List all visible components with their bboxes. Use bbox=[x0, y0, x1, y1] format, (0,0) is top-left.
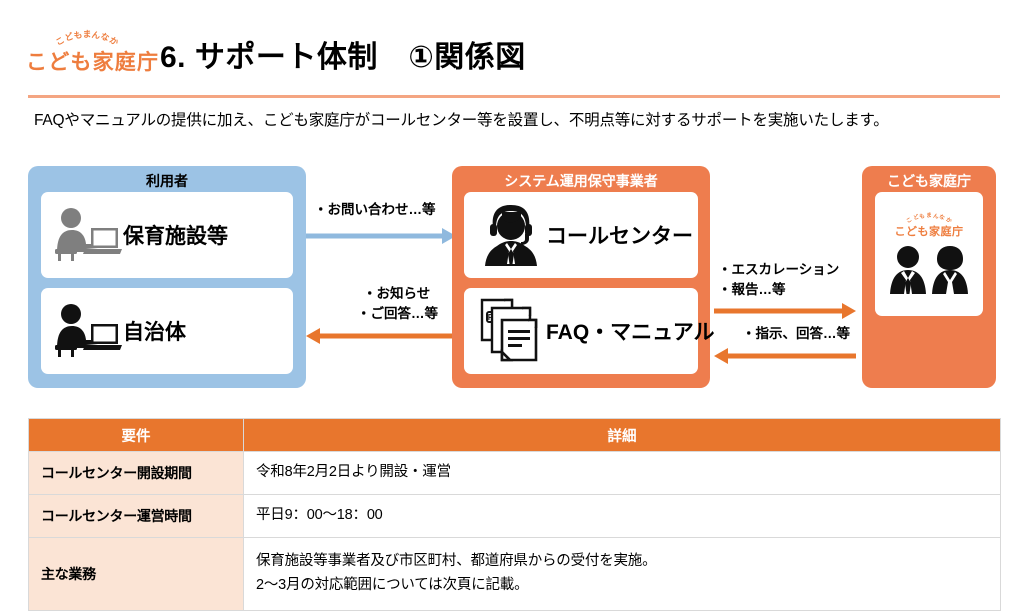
row-detail-line: 保育施設等事業者及び市区町村、都道府県からの受付を実施。 bbox=[256, 553, 657, 570]
table-row: 主な業務 保育施設等事業者及び市区町村、都道府県からの受付を実施。 2～3月の対… bbox=[28, 537, 1001, 611]
group-users: 利用者 保育施設等 bbox=[28, 166, 306, 388]
arrow-vendor-to-users bbox=[306, 328, 456, 344]
title-divider bbox=[28, 95, 1000, 98]
arrow-users-to-vendor bbox=[306, 228, 456, 244]
row-detail: 保育施設等事業者及び市区町村、都道府県からの受付を実施。 2～3月の対応範囲につ… bbox=[243, 537, 1001, 611]
two-officials-icon bbox=[890, 246, 968, 294]
agency-mini-logo: こどもまんなか こども家庭庁 bbox=[883, 212, 975, 242]
logo-arc-text: こどもまんなか bbox=[53, 29, 121, 48]
relationship-diagram: 利用者 保育施設等 bbox=[0, 158, 1024, 390]
row-label: コールセンター開設期間 bbox=[28, 451, 244, 495]
page-title: 6. サポート体制 ①関係図 bbox=[160, 41, 526, 74]
row-detail: 平日9：00～18：00 bbox=[243, 494, 1001, 538]
group-agency-title: こども家庭庁 bbox=[887, 173, 971, 189]
group-agency: こども家庭庁 こどもまんなか こども家庭庁 bbox=[862, 166, 996, 388]
kodomo-katei-cho-logo: こどもまんなか こども家庭庁 bbox=[26, 29, 158, 80]
card-label: コールセンター bbox=[546, 225, 693, 248]
card-label: 自治体 bbox=[123, 321, 186, 344]
card-municipality: 自治体 bbox=[41, 288, 293, 374]
person-laptop-icon bbox=[55, 208, 122, 261]
arrow-label-notice: ・お知らせ bbox=[363, 286, 431, 301]
requirements-table: 要件 詳細 コールセンター開設期間 令和8年2月2日より開設・運営 コールセンタ… bbox=[28, 418, 1001, 611]
row-detail-line: 令和8年2月2日より開設・運営 bbox=[256, 464, 451, 481]
arrow-label-escalation: ・エスカレーション bbox=[718, 262, 840, 277]
card-call-center: コールセンター bbox=[464, 192, 698, 278]
table-row: コールセンター運営時間 平日9：00～18：00 bbox=[28, 494, 1001, 538]
row-label: 主な業務 bbox=[28, 537, 244, 611]
arrow-label-instruction: ・指示、回答…等 bbox=[742, 326, 850, 341]
table-header-requirement: 要件 bbox=[28, 418, 244, 452]
card-label: FAQ・マニュアル bbox=[546, 321, 715, 344]
mini-logo-main-text: こども家庭庁 bbox=[894, 226, 964, 238]
row-detail-line: 2～3月の対応範囲については次頁に記載。 bbox=[256, 577, 529, 593]
arrow-label-reply: ・ご回答…等 bbox=[357, 306, 438, 321]
row-detail: 令和8年2月2日より開設・運営 bbox=[243, 451, 1001, 495]
faq-documents-icon: FAQ bbox=[480, 298, 538, 362]
card-faq-manual: FAQ FAQ・マニュアル bbox=[464, 288, 715, 374]
arrow-label-report: ・報告…等 bbox=[718, 282, 786, 297]
card-agency-officials: こどもまんなか こども家庭庁 bbox=[875, 192, 983, 316]
table-header-row: 要件 詳細 bbox=[28, 418, 1001, 452]
card-childcare-facility: 保育施設等 bbox=[41, 192, 293, 278]
group-system-vendor: システム運用保守事業者 コールセンター FAQ bbox=[452, 166, 715, 388]
lead-paragraph: FAQやマニュアルの提供に加え、こども家庭庁がコールセンター等を設置し、不明点等… bbox=[34, 112, 889, 129]
group-users-title: 利用者 bbox=[146, 173, 188, 189]
table-row: コールセンター開設期間 令和8年2月2日より開設・運営 bbox=[28, 451, 1001, 495]
arrow-vendor-to-agency bbox=[714, 303, 856, 319]
row-detail-line: 平日9：00～18：00 bbox=[256, 507, 383, 524]
mini-logo-arc-text: こどもまんなか bbox=[906, 213, 952, 226]
page-header: こどもまんなか こども家庭庁 6. サポート体制 ①関係図 FAQやマニュアルの… bbox=[0, 0, 1024, 129]
logo-main-text: こども家庭庁 bbox=[26, 51, 160, 74]
arrow-label-inquiry: ・お問い合わせ…等 bbox=[314, 202, 436, 217]
arrow-agency-to-vendor bbox=[714, 348, 856, 364]
person-laptop-icon bbox=[55, 304, 122, 357]
group-vendor-title: システム運用保守事業者 bbox=[504, 173, 658, 189]
table-header-detail: 詳細 bbox=[243, 418, 1001, 452]
card-label: 保育施設等 bbox=[123, 225, 228, 248]
row-label: コールセンター運営時間 bbox=[28, 494, 244, 538]
operator-headset-icon bbox=[485, 205, 537, 266]
